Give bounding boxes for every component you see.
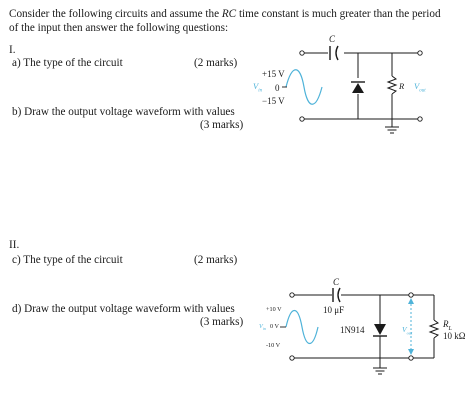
c1-vzero: 0 [275, 83, 280, 93]
question-c-marks: (2 marks) [194, 254, 238, 266]
question-d: d) Draw the output voltage waveform with… [12, 303, 235, 315]
c2-rl-value: 10 kΩ [443, 331, 466, 341]
c2-diode-label: 1N914 [340, 325, 365, 335]
c2-cap-label: C [333, 277, 340, 287]
c1-vneg: −15 V [262, 96, 285, 106]
c1-vpos: +15 V [262, 69, 285, 79]
part2-heading: II. [9, 239, 20, 251]
c2-vzero: 0 V [270, 323, 279, 330]
question-a: a) The type of the circuit [12, 57, 123, 69]
part1-heading: I. [9, 44, 16, 56]
input-sine-wave-1 [285, 69, 323, 105]
c2-vneg: -10 V [266, 342, 281, 349]
c2-vpos: +10 V [266, 306, 282, 313]
c1-cap-label: C [329, 34, 336, 44]
c1-vout-label: Vout [414, 81, 426, 94]
terminal-out-top [417, 50, 423, 56]
diode-1-icon [352, 83, 364, 93]
question-b-marks: (3 marks) [200, 119, 244, 131]
c1-vin-label: Vin [253, 81, 263, 94]
c1-r-label: R [399, 81, 405, 91]
question-b: b) Draw the output voltage waveform with… [12, 106, 235, 118]
c2-vout-label: Vout [402, 325, 413, 336]
question-c: c) The type of the circuit [12, 254, 123, 266]
diode-2-icon [374, 324, 386, 335]
question-d-marks: (3 marks) [200, 316, 244, 328]
c2-cap-value: 10 μF [323, 305, 345, 315]
question-a-marks: (2 marks) [194, 57, 238, 69]
c2-vin-label: Vin [259, 323, 266, 332]
input-sine-wave-2 [285, 309, 319, 345]
intro-line-1: Consider the following circuits and assu… [9, 8, 441, 20]
c2-rl-label: RL [443, 319, 452, 332]
terminal-in-bottom [299, 116, 305, 122]
terminal-out-bottom [417, 116, 423, 122]
terminal-in-top [299, 50, 305, 56]
intro-line-2: of the input then answer the following q… [9, 22, 229, 34]
